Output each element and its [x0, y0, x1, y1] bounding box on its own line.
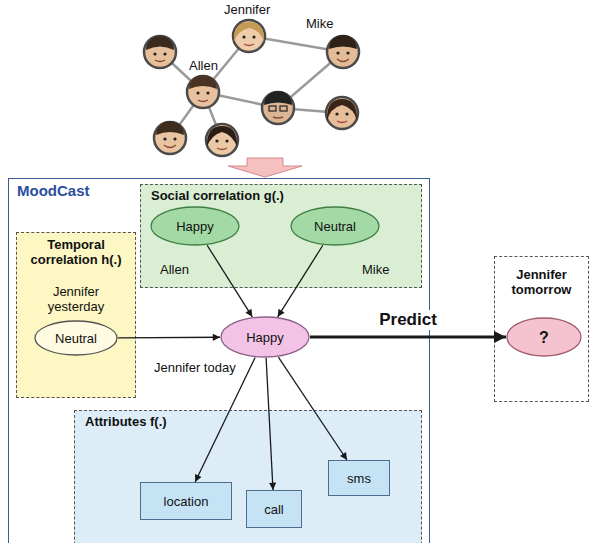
label-slot: Jennifer today [152, 360, 238, 375]
group-heading: Jennifer tomorrow [495, 257, 588, 307]
attribute-box: location [140, 482, 232, 520]
node-label: Happy [246, 330, 284, 345]
ellipse-shape [151, 207, 239, 245]
group-heading: Social correlation g(.) [141, 185, 421, 206]
edge-label-slot: Predict [377, 310, 439, 330]
edge-label: Predict [377, 310, 439, 330]
person-avatar [144, 36, 176, 68]
person-avatar [326, 97, 358, 129]
node-label: location [164, 494, 209, 509]
prediction-frame: Jennifer tomorrow? [494, 256, 589, 402]
flow-block-arrow [228, 158, 302, 177]
attribute-box: call [246, 490, 302, 528]
person-name: Mike [362, 262, 389, 277]
label-slot: Mike [362, 262, 389, 277]
factor-group: Attributes f(.) location call sms [74, 410, 422, 543]
node-label: sms [347, 471, 371, 486]
person-avatar [327, 35, 359, 68]
state-ellipse: Happy [150, 206, 240, 246]
group-heading: Temporal correlation h(.) [17, 233, 135, 271]
flow-arrow [310, 336, 506, 339]
label-slot: Jennifer yesterday [31, 284, 121, 314]
person-name: Allen [160, 262, 189, 277]
attribute-box: sms [328, 460, 390, 496]
ellipse-shape [35, 321, 117, 355]
group-heading: Attributes f(.) [75, 411, 421, 432]
flow-arrow [118, 337, 220, 339]
person-avatar [206, 124, 238, 156]
label-slot: Mike [306, 16, 333, 31]
state-caption: Jennifer today [152, 360, 238, 375]
person-avatar [187, 75, 219, 108]
flow-arrow [266, 358, 273, 490]
node-label: Happy [176, 219, 214, 234]
ellipse-shape [507, 318, 581, 356]
node-label: Neutral [314, 219, 356, 234]
flow-arrow [278, 245, 323, 317]
state-ellipse: Happy [220, 316, 310, 358]
state-caption: Jennifer yesterday [31, 284, 121, 314]
person-avatar [262, 91, 294, 124]
flow-arrow [278, 357, 347, 460]
person-avatar [233, 20, 265, 52]
node-label: ? [539, 328, 549, 347]
state-ellipse: ? [506, 317, 582, 357]
ellipse-shape [221, 317, 309, 357]
state-ellipse: Neutral [34, 320, 118, 356]
state-ellipse: Neutral [290, 206, 380, 246]
node-label: Neutral [55, 331, 97, 346]
person-name: Mike [306, 16, 333, 31]
person-name: Jennifer [224, 2, 270, 17]
ellipse-shape [291, 207, 379, 245]
node-label: call [264, 502, 284, 517]
person-avatar [154, 121, 186, 154]
label-slot: Jennifer [224, 2, 270, 17]
label-slot: Allen [189, 58, 218, 73]
factor-group: Temporal correlation h(.) Neutral [16, 232, 136, 398]
flow-arrow [207, 245, 252, 317]
flow-arrow [195, 357, 255, 482]
person-name: Allen [189, 58, 218, 73]
label-slot: Allen [160, 262, 189, 277]
